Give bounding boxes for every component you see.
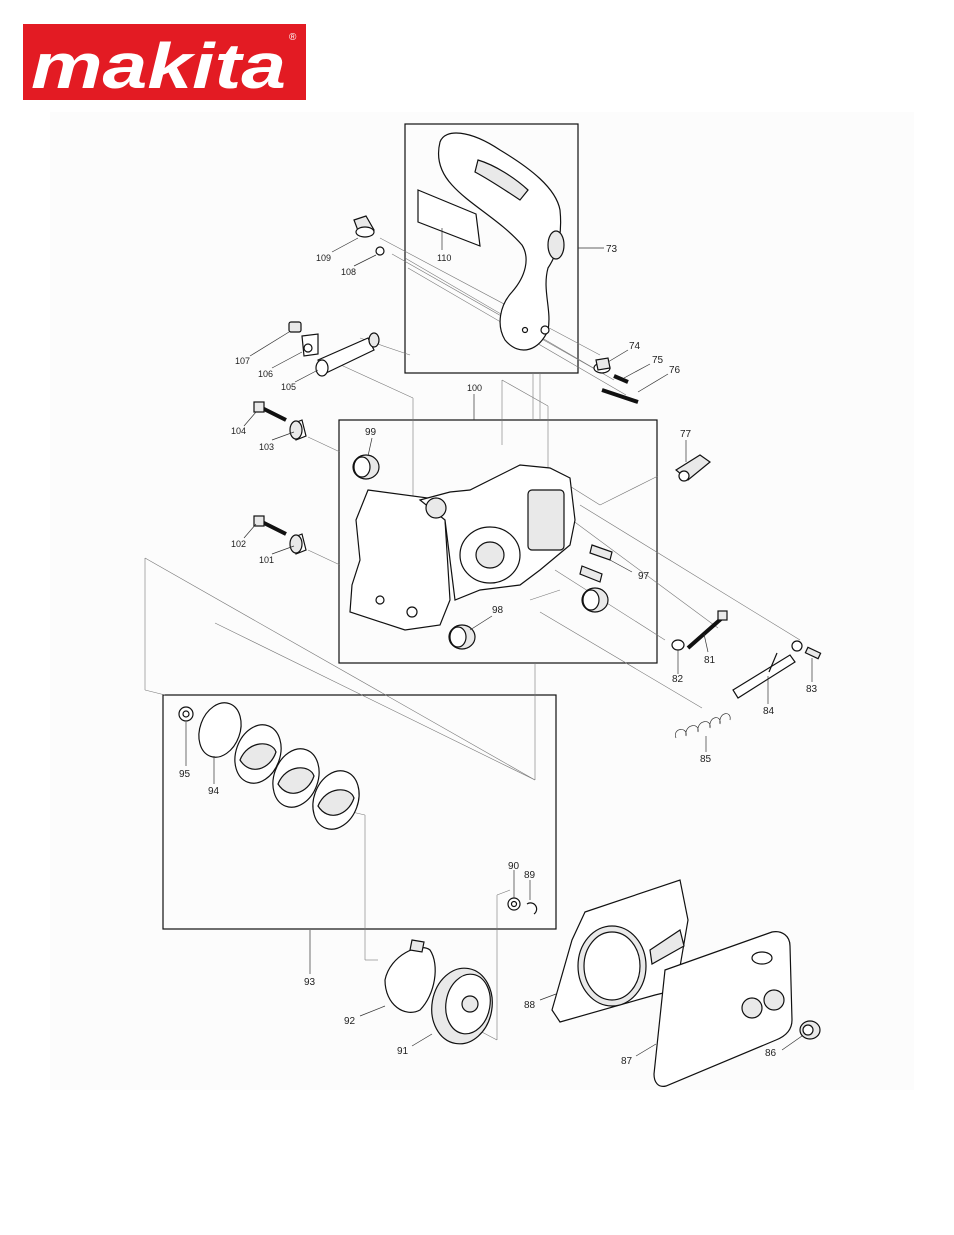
label-100: 100: [467, 383, 482, 393]
label-77: 77: [680, 429, 692, 440]
label-93: 93: [304, 977, 316, 988]
pin-83: [805, 647, 820, 658]
label-75: 75: [652, 355, 664, 366]
bolt-104: [254, 402, 286, 420]
bracket-106: [302, 334, 318, 356]
clip-77: [676, 455, 710, 481]
label-82: 82: [672, 674, 684, 685]
label-85: 85: [700, 754, 712, 765]
crankcase: [350, 465, 575, 630]
label-81: 81: [704, 655, 716, 666]
label-108: 108: [341, 267, 356, 277]
label-76: 76: [669, 365, 681, 376]
clip-108: [376, 247, 384, 255]
washer-90: [508, 898, 520, 910]
label-94: 94: [208, 786, 220, 797]
label-86: 86: [765, 1048, 777, 1059]
bushing-101: [290, 534, 306, 554]
label-104: 104: [231, 426, 246, 436]
washer-95: [179, 707, 193, 721]
label-89: 89: [524, 870, 536, 881]
label-84: 84: [763, 706, 775, 717]
label-103: 103: [259, 442, 274, 452]
label-105: 105: [281, 382, 296, 392]
label-95: 95: [179, 769, 191, 780]
damper-98: [449, 588, 608, 649]
label-98: 98: [492, 605, 504, 616]
cover-plates: [227, 718, 367, 835]
label-87: 87: [621, 1056, 633, 1067]
label-109: 109: [316, 253, 331, 263]
label-99: 99: [365, 427, 377, 438]
label-107: 107: [235, 356, 250, 366]
label-110: 110: [437, 253, 451, 263]
bushing-103: [290, 420, 306, 440]
label-73: 73: [606, 244, 618, 255]
clutch-drum-91: [426, 963, 498, 1048]
nut-86: [800, 1021, 820, 1039]
plug-109: [354, 216, 374, 237]
screw-107: [289, 322, 301, 332]
bolt-81: [688, 611, 727, 648]
label-88: 88: [524, 1000, 536, 1011]
label-83: 83: [806, 684, 818, 695]
damper-99: [353, 455, 379, 479]
front-handle: [439, 133, 565, 350]
label-92: 92: [344, 1016, 356, 1027]
adjuster-84: [733, 641, 802, 698]
stud-97: [580, 545, 612, 582]
spring-85: [675, 714, 730, 738]
label-91: 91: [397, 1046, 409, 1057]
e-ring-89: [527, 903, 537, 914]
label-101: 101: [259, 555, 274, 565]
leader-lines: [186, 228, 812, 1056]
label-90: 90: [508, 861, 520, 872]
grommet-74: [594, 358, 610, 373]
label-102: 102: [231, 539, 246, 549]
label-74: 74: [629, 341, 641, 352]
brake-band-92: [385, 940, 435, 1012]
nut-82: [672, 640, 684, 650]
label-97: 97: [638, 571, 650, 582]
bolt-102: [254, 516, 286, 534]
shaft-105: [316, 333, 379, 376]
label-106: 106: [258, 369, 273, 379]
